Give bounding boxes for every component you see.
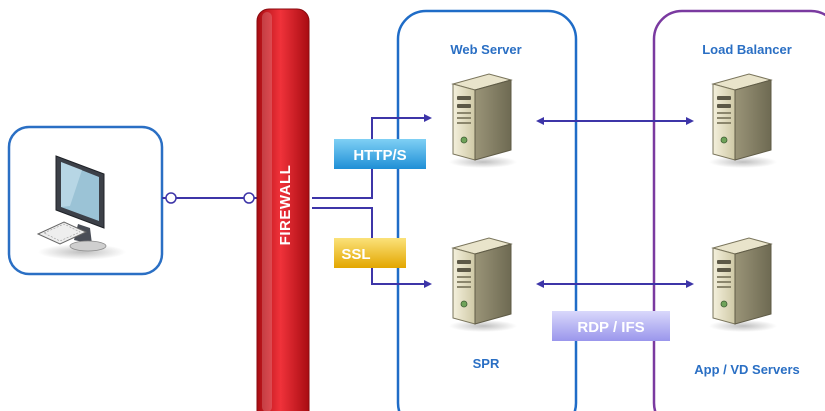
firewall: FIREWALL [256, 8, 310, 411]
rdp-tag: RDP / IFS [552, 311, 670, 341]
http-tag-label: HTTP/S [353, 147, 406, 164]
web-server-box [396, 9, 578, 411]
web-server-label: Web Server [450, 42, 521, 57]
http-tag: HTTP/S [334, 139, 426, 169]
app-server-icon [708, 237, 778, 333]
spr-label: SPR [473, 356, 500, 371]
spr-server-icon [448, 237, 518, 333]
load-balancer-label: Load Balancer [702, 42, 792, 57]
web-server-icon [448, 73, 518, 169]
app-servers-label: App / VD Servers [694, 362, 800, 377]
connector-port-left [165, 192, 177, 204]
ssl-tag-label: SSL [341, 246, 370, 263]
ssl-tag: SSL [334, 238, 406, 268]
firewall-label: FIREWALL [277, 165, 294, 246]
load-balancer-server-icon [708, 73, 778, 169]
app-server-box [652, 9, 825, 411]
rdp-tag-label: RDP / IFS [577, 319, 644, 336]
connector-port-right [243, 192, 255, 204]
